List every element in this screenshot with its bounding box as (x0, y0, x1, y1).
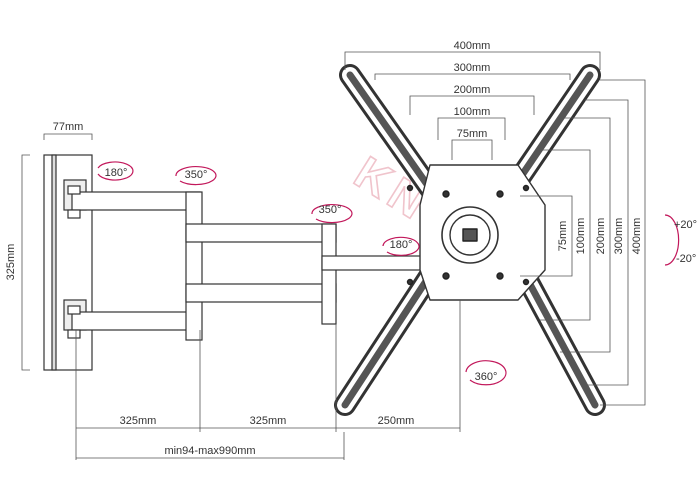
arm-segment-2 (185, 223, 337, 325)
dim-vesa-100: 100mm (454, 106, 491, 118)
rotation-360: 360° (475, 371, 498, 383)
tilt-up-label: +20° (674, 219, 697, 231)
dim-v300: 300mm (613, 218, 625, 255)
dim-v100: 100mm (575, 218, 587, 255)
dim-v400: 400mm (631, 218, 643, 255)
dim-wall-plate-height: 325mm (5, 244, 17, 281)
dim-vesa-300: 300mm (454, 62, 491, 74)
rotation-wall-swivel: 180° (105, 167, 128, 179)
rotation-head-swivel: 180° (390, 239, 413, 251)
tilt-down-label: -20° (676, 253, 696, 265)
dim-arm-2: 325mm (250, 415, 287, 427)
dim-v200: 200mm (595, 218, 607, 255)
dim-vesa-200: 200mm (454, 84, 491, 96)
dim-wall-plate-depth: 77mm (53, 121, 84, 133)
dim-v75: 75mm (557, 221, 569, 252)
rotation-arm-swivel-2: 350° (319, 204, 342, 216)
rotation-arrows (97, 161, 680, 386)
dim-vesa-75: 75mm (457, 128, 488, 140)
dim-arm-1: 325mm (120, 415, 157, 427)
dim-arm-3: 250mm (378, 415, 415, 427)
dim-vesa-400: 400mm (454, 40, 491, 52)
vesa-bracket (334, 64, 606, 416)
rotation-arm-swivel-1: 350° (185, 169, 208, 181)
dimension-lines (21, 51, 646, 460)
dim-extension-range: min94-max990mm (164, 445, 255, 457)
hinge-pins (67, 185, 81, 339)
